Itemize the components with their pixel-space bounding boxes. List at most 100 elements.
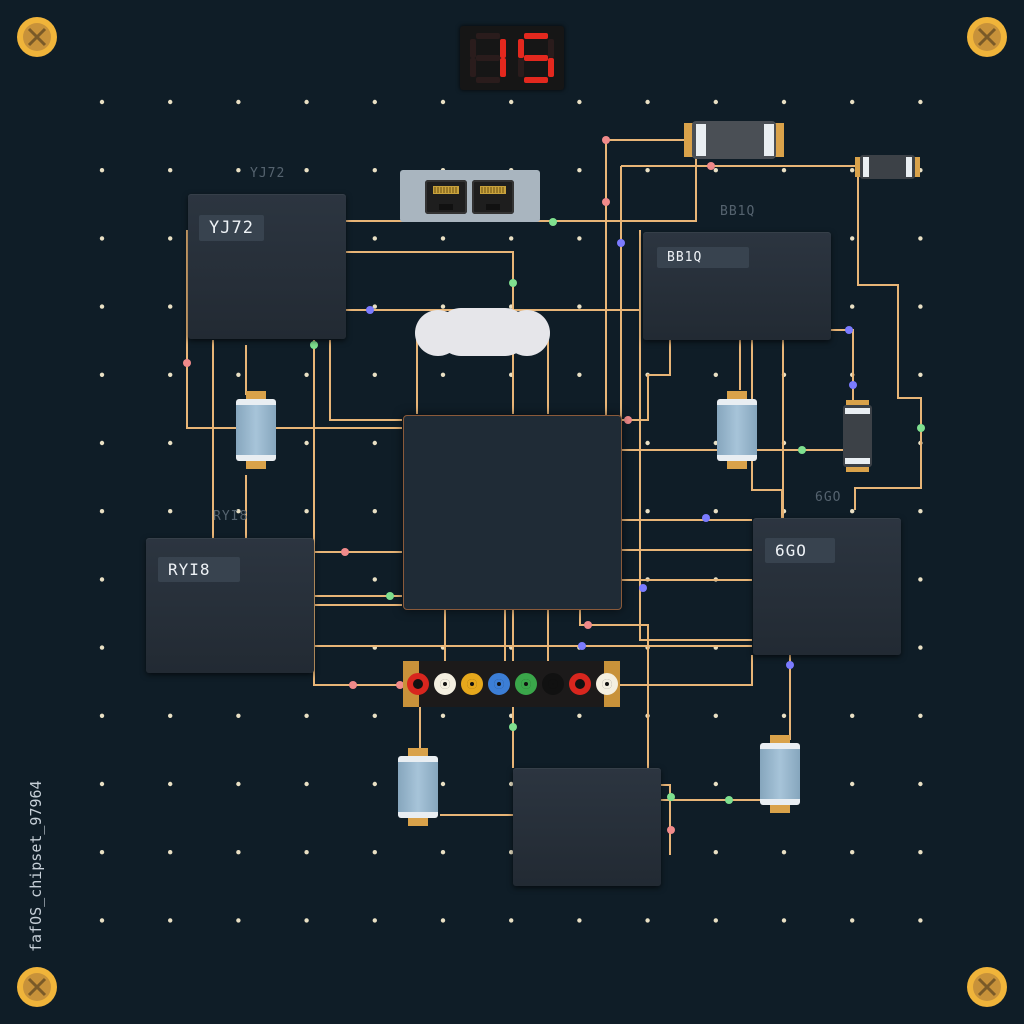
grid-dot [168, 372, 173, 377]
grid-dot [440, 304, 446, 309]
pin-dot [624, 416, 632, 424]
grid-dot [781, 713, 787, 718]
central-processor[interactable] [403, 415, 622, 610]
chip-unlabeled[interactable] [513, 768, 661, 886]
pin-dot [849, 381, 857, 389]
pin-dot [845, 326, 853, 334]
grid-dot [372, 781, 377, 787]
pin-dot [584, 621, 592, 629]
grid-dot [440, 236, 446, 241]
grid-dot [440, 918, 446, 923]
pin-dot [917, 424, 925, 432]
cloud-icon[interactable] [415, 308, 550, 356]
pin-dot [707, 162, 715, 170]
pin-dot [667, 793, 675, 801]
ethernet-module[interactable] [400, 170, 540, 222]
chip-ryi8[interactable]: RYI8 [146, 538, 314, 673]
screw-icon [17, 17, 57, 57]
segment-f [518, 39, 524, 58]
pin-dot [509, 279, 517, 287]
pin-dot [183, 359, 191, 367]
seven-segment-digits [470, 33, 554, 83]
pin-dot [639, 584, 647, 592]
grid-dot [168, 781, 173, 787]
header-hole-blue[interactable] [488, 673, 510, 695]
grid-dot [918, 577, 923, 582]
score-display: 15 [460, 26, 564, 90]
grid-dot [99, 509, 105, 514]
segment-a [476, 33, 500, 39]
grid-dot [236, 850, 241, 855]
grid-dot [509, 918, 514, 923]
chip-label: YJ72 [199, 215, 264, 241]
pin-dot [602, 198, 610, 206]
grid-dot [577, 236, 582, 241]
resistor-icon[interactable] [684, 121, 784, 159]
grid-dot [440, 372, 446, 377]
pin-dot [702, 514, 710, 522]
grid-dot [168, 509, 173, 514]
segment-f [470, 39, 476, 58]
grid-dot [236, 372, 241, 377]
capacitor-icon[interactable] [236, 391, 276, 469]
capacitor-icon[interactable] [760, 735, 800, 813]
grid-dot [236, 509, 241, 514]
chip-ghost-label: BB1Q [720, 204, 756, 219]
grid-dot [99, 372, 105, 377]
segment-d [476, 77, 500, 83]
grid-dot [99, 713, 105, 718]
chip-label: BB1Q [657, 247, 749, 268]
header-hole-green[interactable] [515, 673, 537, 695]
grid-dot [304, 918, 309, 923]
pin-dot [386, 592, 394, 600]
grid-dot [645, 440, 650, 446]
grid-dot [713, 509, 718, 514]
grid-dot [372, 99, 377, 105]
header-hole-black[interactable] [542, 673, 564, 695]
segment-g [524, 55, 548, 61]
grid-dot [304, 372, 309, 377]
grid-dot [304, 440, 309, 446]
pin-dot [509, 723, 517, 731]
grid-dot [577, 99, 582, 105]
ethernet-port-icon [425, 180, 467, 214]
traces [186, 139, 922, 855]
pin-dot [549, 218, 557, 226]
segment-b [548, 39, 554, 58]
grid-dot [372, 440, 377, 446]
header-hole-red[interactable] [569, 673, 591, 695]
grid-dot [304, 168, 309, 173]
grid-dot [645, 99, 650, 105]
grid-dot [509, 236, 514, 241]
header-hole-yellow[interactable] [461, 673, 483, 695]
grid-dot [168, 304, 173, 309]
header-hole-white[interactable] [434, 673, 456, 695]
segment-c [500, 58, 506, 77]
segment-e [470, 58, 476, 77]
grid-dot [99, 781, 105, 787]
grid-dot [713, 440, 718, 446]
grid-dot [168, 99, 173, 105]
chip-6go[interactable]: 6GO [753, 518, 901, 655]
pin-dot [349, 681, 357, 689]
header-connector[interactable] [403, 661, 620, 707]
ethernet-port-icon [472, 180, 514, 214]
capacitor-icon[interactable] [398, 748, 438, 826]
segment-b [500, 39, 506, 58]
grid-dot [440, 850, 446, 855]
resistor-icon[interactable] [843, 400, 872, 472]
header-hole-red[interactable] [407, 673, 429, 695]
chip-yj72[interactable]: YJ72 [188, 194, 346, 339]
grid-dot [713, 781, 718, 787]
grid-dot [168, 168, 173, 173]
chip-bb1q[interactable]: BB1Q [643, 232, 831, 340]
grid-dot [577, 918, 582, 923]
screw-icon [17, 967, 57, 1007]
capacitor-icon[interactable] [717, 391, 757, 469]
grid-dot [168, 236, 173, 241]
resistor-icon[interactable] [855, 155, 920, 179]
grid-dot [168, 850, 173, 855]
header-hole-white[interactable] [596, 673, 618, 695]
grid-dot [577, 168, 582, 173]
